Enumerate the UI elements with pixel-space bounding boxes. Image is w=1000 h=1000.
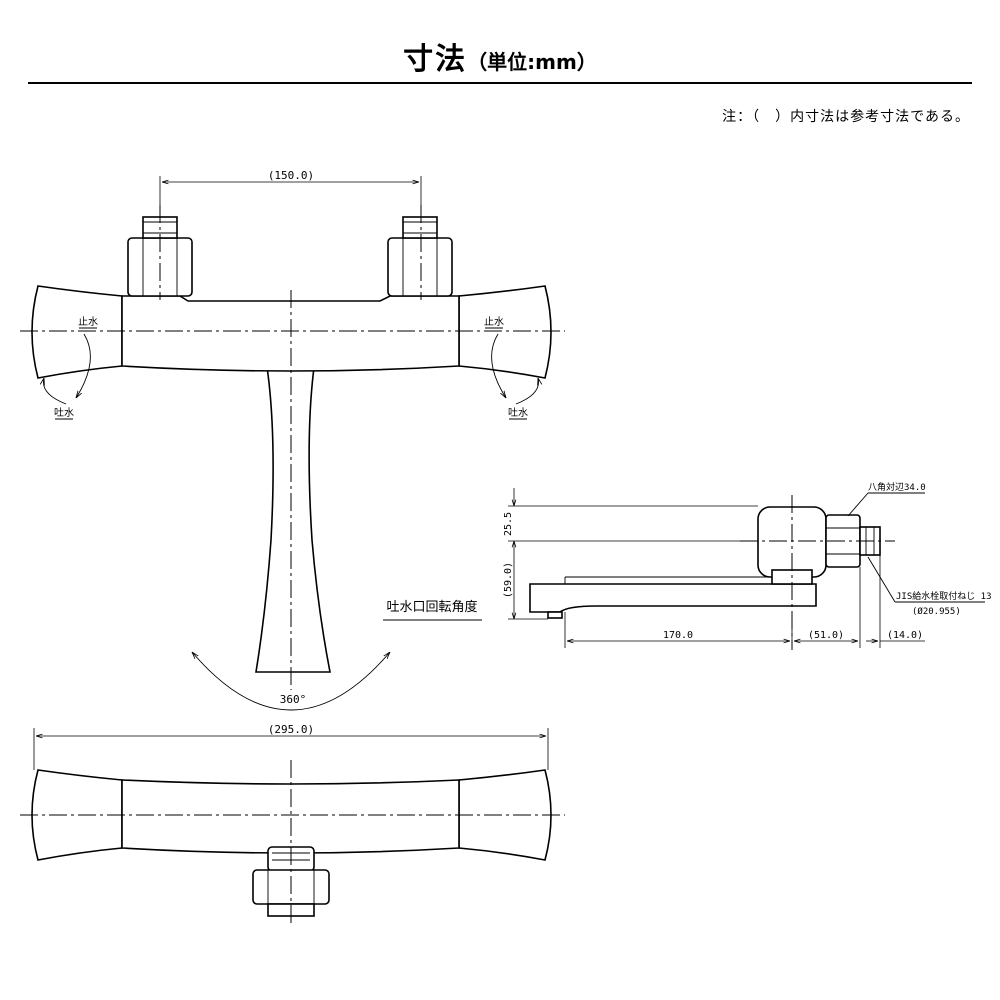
left-discharge-label: 吐水 bbox=[54, 407, 74, 419]
thread-spec-label: JIS給水栓取付ねじ 13 bbox=[896, 590, 992, 602]
right-handle-bottom bbox=[458, 769, 552, 861]
title-underline bbox=[28, 82, 972, 84]
right-handle-arrow-upper bbox=[491, 333, 506, 398]
right-inlet-nut bbox=[387, 237, 453, 297]
right-handle-arrow-lower bbox=[515, 378, 539, 405]
right-handle-front bbox=[458, 285, 552, 379]
thread-diameter-label: (Ø20.955) bbox=[912, 606, 961, 617]
spout-side bbox=[529, 583, 817, 613]
dim-text-150: (150.0) bbox=[268, 169, 314, 182]
title-text: 寸法 bbox=[403, 42, 468, 77]
spout-rotation-label: 吐水口回転角度 bbox=[386, 599, 477, 615]
right-stop-label: 止水 bbox=[484, 316, 504, 328]
left-handle-arrow-upper bbox=[76, 333, 91, 398]
left-handle-front bbox=[31, 285, 123, 379]
spout-front bbox=[255, 359, 331, 673]
dim-text-170: 170.0 bbox=[663, 630, 693, 641]
left-stop-label: 止水 bbox=[78, 316, 98, 328]
side-view: 25.5 (59.0) 170.0 (51.0) (14.0) 八角対辺34.0… bbox=[503, 481, 992, 650]
title-unit: （単位:mm） bbox=[467, 50, 597, 74]
front-view: (150.0) 止水 吐水 止水 bbox=[20, 169, 565, 711]
right-inlet-thread bbox=[402, 216, 438, 239]
dim-text-59: (59.0) bbox=[503, 562, 514, 598]
dim-text-51: (51.0) bbox=[808, 630, 844, 641]
rotation-arc bbox=[192, 652, 390, 711]
reference-dimension-note: 注：（ ）内寸法は参考寸法である。 bbox=[722, 109, 970, 125]
bottom-view: (295.0) bbox=[20, 723, 565, 925]
spout-outlet bbox=[547, 611, 563, 619]
drawing-title: 寸法（単位:mm） bbox=[0, 34, 1000, 78]
dim-text-25-5: 25.5 bbox=[503, 512, 514, 536]
hex-size-label: 八角対辺34.0 bbox=[868, 481, 926, 493]
dim-text-295: (295.0) bbox=[268, 723, 314, 736]
right-discharge-label: 吐水 bbox=[508, 407, 528, 419]
left-handle-bottom bbox=[31, 769, 123, 861]
left-handle-arrow-lower bbox=[43, 378, 67, 405]
dim-text-14: (14.0) bbox=[887, 630, 923, 641]
body-bottom bbox=[121, 779, 460, 854]
rotation-angle-text: 360° bbox=[280, 693, 307, 706]
